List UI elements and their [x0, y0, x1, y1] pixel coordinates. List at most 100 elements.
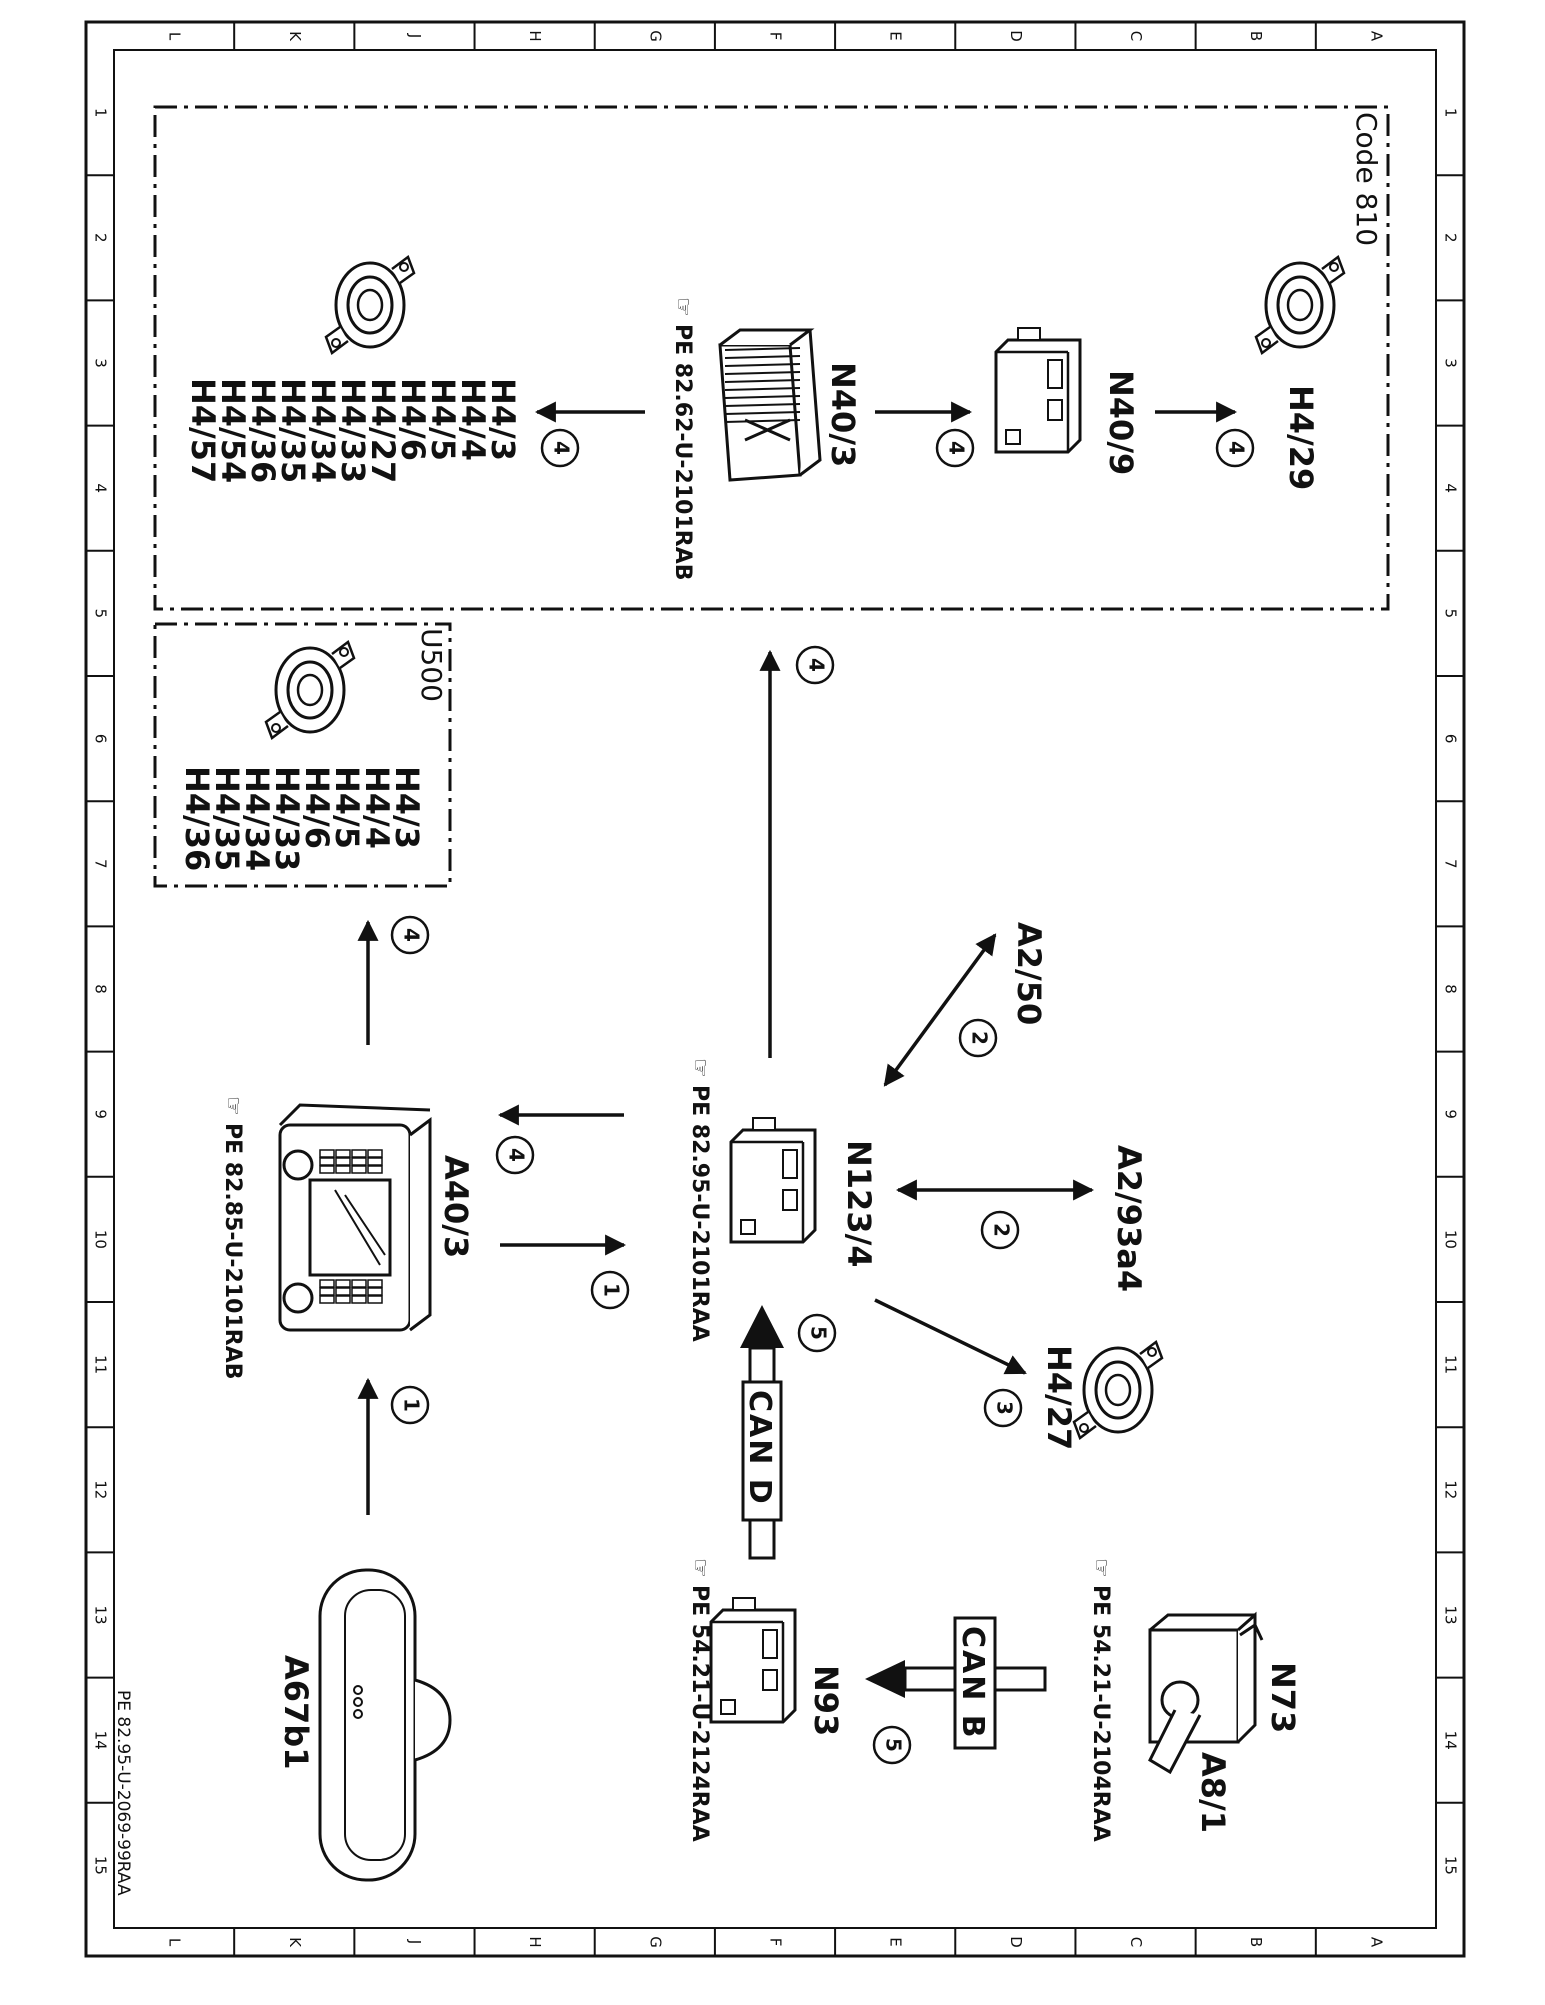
grid-letter: J — [406, 33, 424, 38]
label-n40-9: N40/9 — [1102, 370, 1140, 475]
speaker-list-item: H4/34 — [304, 378, 342, 483]
doc-number: PE 82.95-U-2069-99RAA — [113, 1690, 133, 1896]
grid-number: 5 — [92, 609, 110, 619]
arrow-n123-a2-50 — [883, 933, 997, 1087]
grid-letter: E — [887, 31, 905, 40]
can-d-bus: CAN D — [740, 1305, 784, 1560]
ignition-switch-n73-icon — [1148, 1611, 1264, 1775]
speaker-h4-29-icon — [1254, 255, 1346, 355]
grid-number: 2 — [92, 233, 110, 243]
grid-number: 12 — [92, 1480, 110, 1499]
grid-number: 11 — [92, 1355, 110, 1374]
svg-text:PE 82.85-U-2101RAB: PE 82.85-U-2101RAB — [220, 1123, 245, 1380]
label-a2-50: A2/50 — [1010, 922, 1048, 1025]
signal-number-s-a40-n123: 1 — [590, 1270, 630, 1310]
svg-text:1: 1 — [600, 1283, 624, 1297]
grid-number: 11 — [1442, 1355, 1460, 1374]
grid-number: 14 — [92, 1731, 110, 1750]
ref-n93: ☞ PE 54.21-U-2124RAA — [687, 1558, 712, 1842]
mirror-a67b1-icon — [318, 1568, 452, 1882]
zone-u500-label: U500 — [415, 628, 448, 702]
grid-number: 14 — [1442, 1731, 1460, 1750]
can-b-label: CAN B — [955, 1626, 990, 1740]
grid-letter: G — [646, 1936, 664, 1948]
grid-number: 6 — [92, 734, 110, 744]
speaker-list-item: H4/27 — [364, 378, 402, 483]
speaker-list-item: H4/5 — [424, 378, 462, 461]
grid-letter: G — [646, 30, 664, 42]
grid-number: 5 — [1442, 609, 1460, 619]
speaker-list-item: H4/4 — [358, 766, 396, 849]
svg-text:☞: ☞ — [687, 1558, 712, 1578]
label-a2-93a4: A2/93a4 — [1110, 1145, 1148, 1292]
speaker-list-item: H4/54 — [214, 378, 252, 483]
speaker-list-item: H4/33 — [334, 378, 372, 483]
signal-number-s-n123-a2-93: 2 — [980, 1210, 1020, 1250]
grid-number: 6 — [1442, 734, 1460, 744]
grid-number: 15 — [92, 1856, 110, 1875]
grid-number: 12 — [1442, 1480, 1460, 1499]
grid-number: 13 — [1442, 1605, 1460, 1624]
label-a67b1: A67b1 — [277, 1655, 315, 1769]
grid-letter: L — [166, 1938, 184, 1947]
ref-a40-3: ☞ PE 82.85-U-2101RAB — [220, 1096, 245, 1380]
grid-number: 10 — [1442, 1230, 1460, 1249]
grid-letter: K — [286, 31, 304, 42]
label-h4-29: H4/29 — [1282, 385, 1320, 490]
speaker-list-item: H4/6 — [394, 378, 432, 461]
inner-frame — [113, 49, 1437, 1929]
zone-code-810-label: Code 810 — [1350, 112, 1383, 246]
speaker-list-item: H4/36 — [244, 378, 282, 483]
svg-text:☞: ☞ — [1088, 1558, 1113, 1578]
signal-number-s-can-b: 5 — [872, 1725, 912, 1765]
signal-number-s-n123-h4-27: 3 — [983, 1388, 1023, 1428]
arrow-n123-to-h4-27 — [874, 1298, 1027, 1375]
label-n40-3: N40/3 — [824, 362, 862, 467]
svg-text:4: 4 — [505, 1148, 529, 1162]
label-a8-1: A8/1 — [1194, 1752, 1232, 1833]
label-n73: N73 — [1264, 1662, 1302, 1733]
svg-text:PE 54.21-U-2124RAA: PE 54.21-U-2124RAA — [687, 1585, 712, 1842]
grid-ticks — [86, 22, 1464, 1956]
speaker-list-code-810: H4/3H4/4H4/5H4/6H4/27H4/33H4/34H4/35H4/3… — [184, 378, 522, 483]
speaker-list-item: H4/33 — [268, 766, 306, 871]
speaker-list-item: H4/4 — [454, 378, 492, 461]
module-n40-9-icon — [994, 326, 1082, 454]
speaker-list-item: H4/3 — [388, 766, 426, 849]
signal-number-s-a67-a40: 1 — [390, 1385, 430, 1425]
grid-letter: C — [1127, 31, 1145, 41]
signal-number-s-can-d: 5 — [797, 1313, 837, 1353]
outer-frame — [84, 20, 1466, 1958]
grid-number: 7 — [1442, 859, 1460, 869]
ref-n123-4: ☞ PE 82.95-U-2101RAA — [687, 1058, 712, 1342]
grid-number: 3 — [92, 358, 110, 368]
grid-letter: J — [406, 1939, 424, 1944]
svg-text:☞: ☞ — [220, 1096, 245, 1116]
speaker-list-item: H4/34 — [238, 766, 276, 871]
svg-text:4: 4 — [550, 441, 574, 455]
signal-number-s-n123-a40: 4 — [495, 1135, 535, 1175]
grid-letter: B — [1247, 1937, 1265, 1947]
speaker-list-item: H4/36 — [178, 766, 216, 871]
grid-number: 13 — [92, 1605, 110, 1624]
signal-number-s-n40-3-n40-9: 4 — [935, 428, 975, 468]
grid-number: 8 — [92, 984, 110, 994]
grid-number: 7 — [92, 859, 110, 869]
speaker-list-item: H4/5 — [328, 766, 366, 849]
grid-letter: A — [1367, 31, 1385, 42]
grid-number: 4 — [92, 483, 110, 493]
grid-letter: B — [1247, 31, 1265, 41]
signal-number-s-n40-9-h4-29: 4 — [1215, 428, 1255, 468]
grid-letter: F — [767, 1938, 785, 1947]
svg-text:PE 82.95-U-2101RAA: PE 82.95-U-2101RAA — [687, 1085, 712, 1342]
svg-text:☞: ☞ — [670, 297, 695, 317]
can-d-label: CAN D — [742, 1390, 777, 1506]
grid-letter: E — [887, 1937, 905, 1946]
svg-text:3: 3 — [993, 1401, 1017, 1415]
svg-text:4: 4 — [400, 928, 424, 942]
svg-text:4: 4 — [1225, 441, 1249, 455]
